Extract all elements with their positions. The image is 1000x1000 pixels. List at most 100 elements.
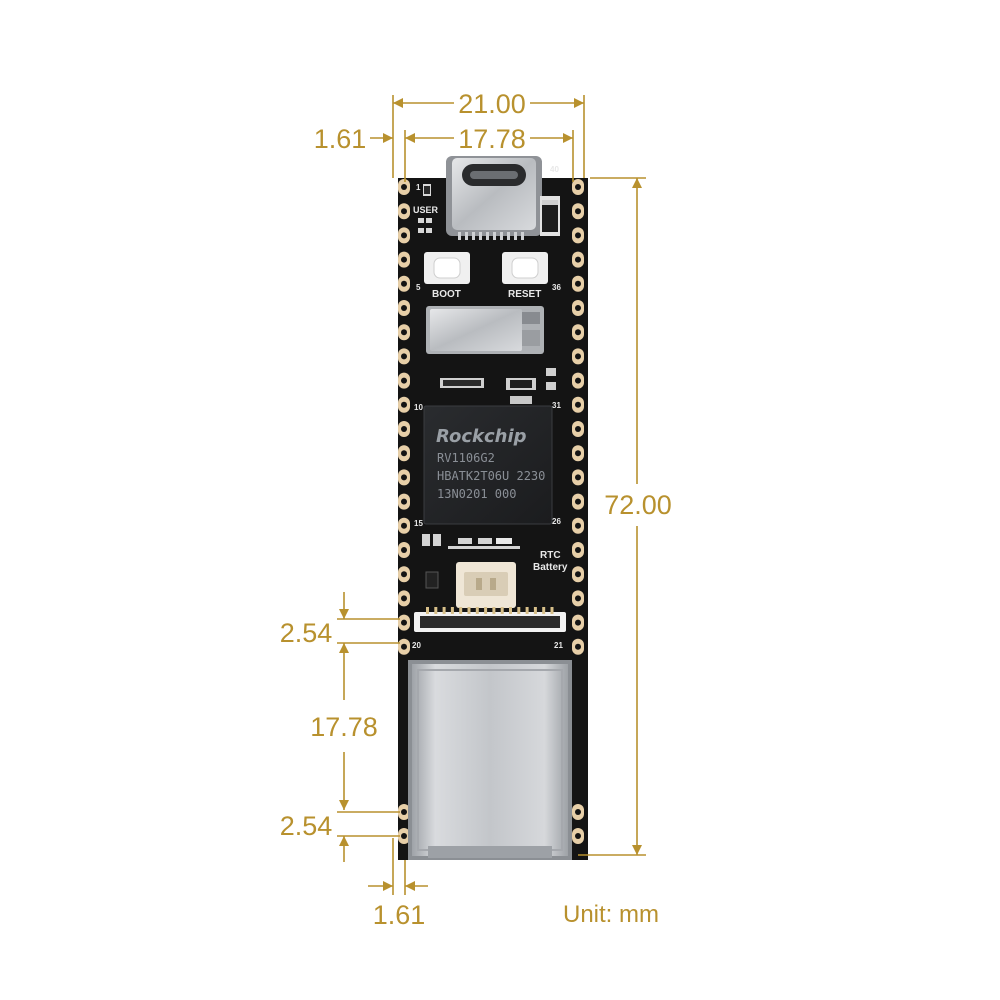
small-ic — [425, 571, 439, 589]
chip-code-label: HBATK2T06U 2230 — [437, 469, 545, 483]
fpc-pin — [442, 607, 446, 614]
pcb-board: 1 40 5 36 10 31 15 26 20 21 — [398, 156, 588, 860]
castellated-pad — [398, 566, 410, 583]
dim-gap-top: 2.54 — [280, 618, 333, 648]
castellated-pad — [572, 614, 584, 631]
castellated-pad — [398, 203, 410, 220]
castellated-pad — [572, 396, 584, 413]
castellated-pad — [572, 300, 584, 316]
fpc-pin — [517, 607, 521, 614]
castellated-pad — [572, 469, 584, 486]
pin-label-20: 20 — [412, 641, 421, 650]
unit-label: Unit: mm — [563, 901, 659, 928]
dim-total-length: 72.00 — [604, 490, 672, 520]
fpc-pin — [450, 607, 454, 614]
castellated-pad — [572, 517, 584, 534]
user-led — [423, 184, 431, 196]
castellated-pad — [572, 251, 584, 268]
castellated-pad — [398, 179, 410, 195]
castellated-pad — [398, 614, 410, 631]
silk-rtc-label: RTC — [540, 550, 561, 561]
dim-gap-bottom: 2.54 — [280, 811, 333, 841]
dim-pitch-width: 17.78 — [458, 124, 526, 154]
castellated-pad — [572, 179, 584, 195]
castellated-pad — [572, 421, 584, 437]
diode-component — [540, 196, 560, 236]
right-pin-header — [572, 179, 584, 655]
pin-label-5: 5 — [416, 283, 421, 292]
castellated-pad — [398, 590, 410, 607]
small-components-mid — [440, 368, 556, 404]
pin-label-26: 26 — [552, 517, 561, 526]
castellated-pad — [572, 804, 584, 820]
pin-label-1: 1 — [416, 183, 421, 192]
dimension-annotations: 21.00 17.78 1.61 72.00 2.54 17.78 — [280, 89, 672, 930]
fpc-pin — [459, 607, 463, 614]
castellated-pad — [572, 203, 584, 220]
pin-label-15: 15 — [414, 519, 423, 528]
left-pin-header — [398, 179, 410, 655]
boot-button — [424, 252, 470, 284]
castellated-pad — [572, 566, 584, 583]
castellated-pad — [398, 396, 410, 413]
dim-total-width: 21.00 — [458, 89, 526, 119]
fpc-pin — [484, 607, 488, 614]
fpc-pin — [492, 607, 496, 614]
bottom-pin-pads — [398, 804, 584, 844]
dim-rj45-span: 17.78 — [310, 712, 378, 742]
castellated-pad — [572, 828, 584, 844]
chip-brand-label: Rockchip — [436, 426, 527, 447]
castellated-pad — [572, 638, 584, 655]
fpc-pin — [426, 607, 429, 614]
castellated-pad — [398, 828, 410, 844]
fpc-pin — [542, 607, 546, 614]
castellated-pad — [398, 493, 410, 510]
silk-user-label: USER — [413, 205, 439, 215]
castellated-pad — [572, 445, 584, 462]
fpc-pin — [475, 607, 479, 614]
dim-bottom-edge-offset: 1.61 — [373, 900, 426, 930]
castellated-pad — [398, 469, 410, 486]
rj45-ethernet-jack — [408, 660, 572, 860]
reset-button — [502, 252, 548, 284]
castellated-pad — [398, 542, 410, 558]
castellated-pad — [398, 445, 410, 462]
fpc-pin — [500, 607, 504, 614]
castellated-pad — [398, 804, 410, 820]
pin-label-31: 31 — [552, 401, 561, 410]
castellated-pad — [572, 348, 584, 365]
pin-label-21: 21 — [554, 641, 563, 650]
castellated-pad — [572, 275, 584, 292]
castellated-pad — [398, 300, 410, 316]
pin-label-40: 40 — [550, 165, 559, 174]
castellated-pad — [398, 324, 410, 341]
castellated-pad — [398, 372, 410, 389]
fpc-pin — [509, 607, 512, 614]
castellated-pad — [398, 421, 410, 437]
castellated-pad — [398, 517, 410, 534]
chip-lot-label: 13N0201 000 — [437, 487, 516, 501]
usb-c-connector — [446, 156, 542, 240]
castellated-pad — [572, 590, 584, 607]
silk-boot-label: BOOT — [432, 289, 461, 300]
fpc-pin — [467, 607, 471, 614]
castellated-pad — [572, 227, 584, 244]
castellated-pad — [398, 227, 410, 244]
fpc-pin — [525, 607, 529, 614]
castellated-pad — [572, 324, 584, 341]
fpc-pin — [434, 607, 438, 614]
small-components-lower — [422, 534, 520, 549]
pin-label-10: 10 — [414, 403, 423, 412]
silk-battery-label: Battery — [533, 562, 568, 573]
microsd-slot — [426, 306, 544, 354]
pin-label-36: 36 — [552, 283, 561, 292]
soc-chip: Rockchip RV1106G2 HBATK2T06U 2230 13N020… — [423, 405, 553, 525]
castellated-pad — [398, 275, 410, 292]
fpc-pin — [533, 607, 537, 614]
fpc-pin — [550, 607, 554, 614]
rtc-battery-connector — [456, 562, 516, 608]
dim-top-edge-offset: 1.61 — [314, 124, 367, 154]
castellated-pad — [398, 348, 410, 365]
fpc-connector — [414, 607, 566, 632]
